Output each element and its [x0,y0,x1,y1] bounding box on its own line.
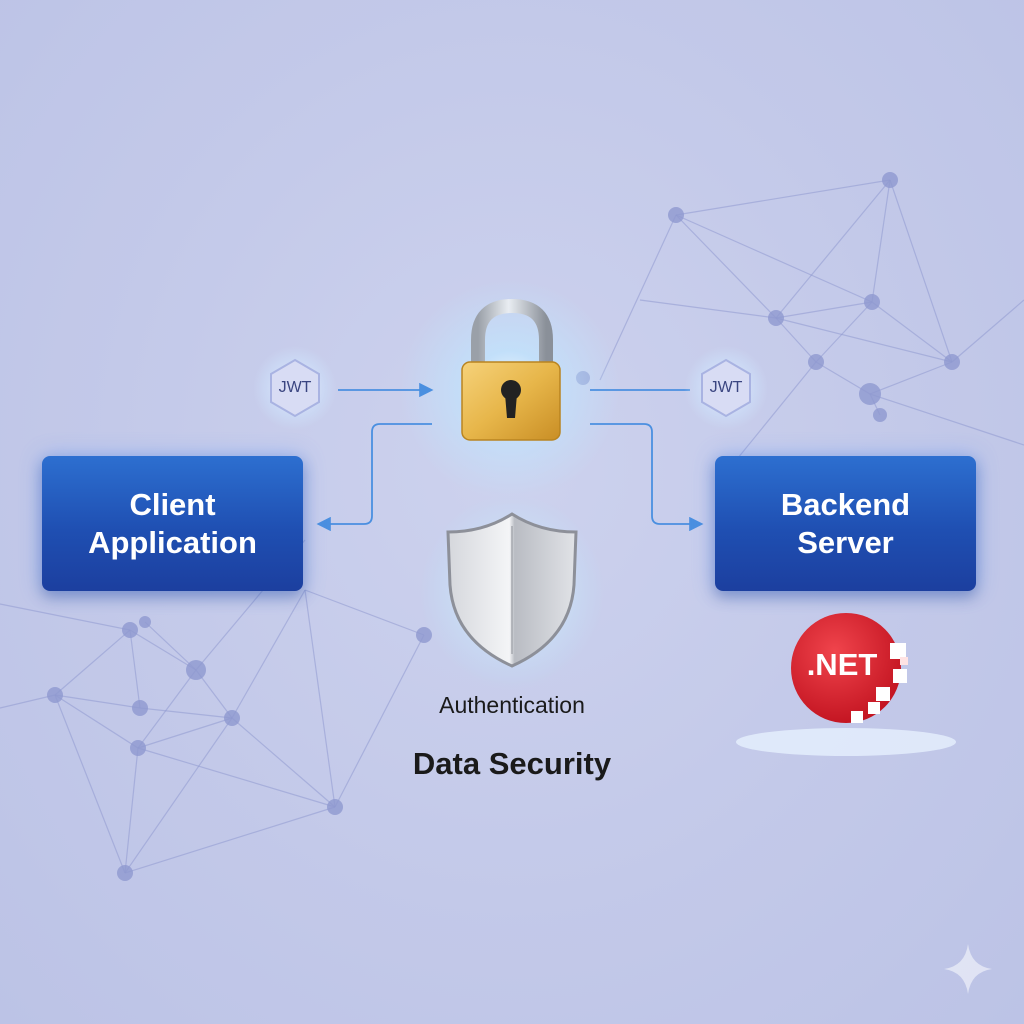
server-label-line1: Backend [780,486,911,522]
client-application-label: Client Application [88,486,257,562]
jwt-badge-left [253,346,337,430]
padlock-icon [461,298,561,441]
sparkle-icon [944,944,992,994]
dotnet-logo-text: .NET [806,647,878,682]
client-label-line2: Application [88,524,257,560]
backend-server-label: Backend Server [781,486,910,562]
network-lines-left [0,539,425,874]
data-security-caption: Data Security [412,746,612,781]
server-label-line2: Server [797,524,894,560]
dotnet-logo [736,613,956,756]
authentication-caption: Authentication [439,692,585,718]
client-application-box: Client Application [42,456,303,591]
shield-icon [446,512,578,668]
flow-connectors [316,382,704,532]
jwt-badge-right [684,346,768,430]
network-nodes [47,172,960,881]
jwt-label-left: JWT [278,379,312,396]
backend-server-box: Backend Server [715,456,976,591]
jwt-label-right: JWT [709,379,743,396]
client-label-line1: Client [129,486,216,522]
